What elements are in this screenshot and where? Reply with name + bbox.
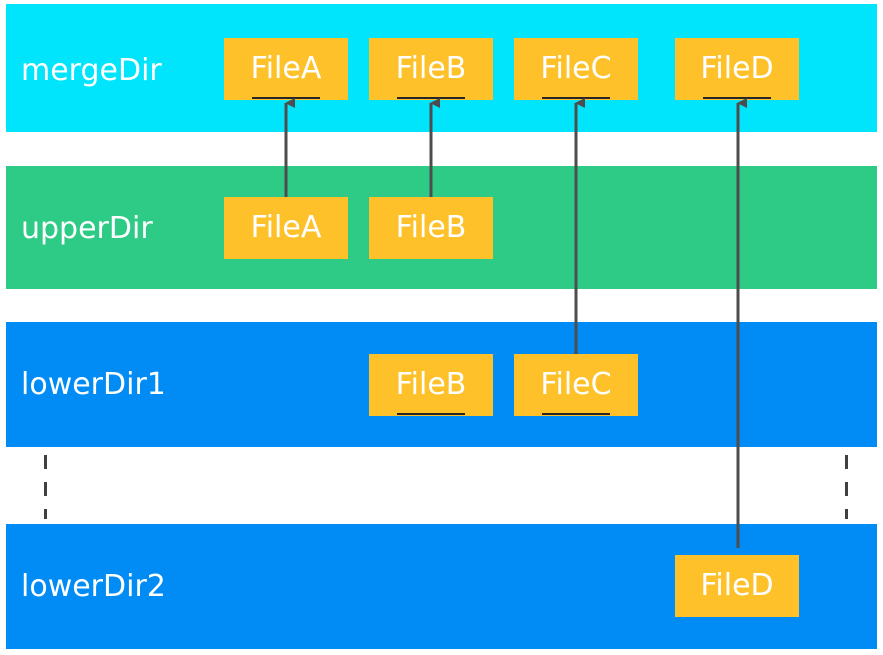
lower-dir1-label: lowerDir1 (21, 367, 166, 402)
lower-dir1-layer: lowerDir1 FileB FileC (6, 322, 877, 447)
merge-file-b-label: FileB (395, 51, 467, 86)
upper-file-b-label: FileB (395, 210, 467, 245)
merge-file-d: FileD (675, 38, 799, 100)
lower2-file-d: FileD (675, 555, 799, 617)
lower2-file-d-label: FileD (700, 568, 774, 603)
merge-dir-layer: mergeDir FileA FileB FileC FileD (6, 4, 877, 132)
upper-file-b: FileB (369, 197, 493, 259)
lower1-file-c: FileC (514, 354, 638, 416)
merge-file-a-label: FileA (250, 51, 322, 86)
upper-file-a-label: FileA (250, 210, 322, 245)
lower1-file-b-underline (397, 413, 465, 415)
ellipsis-dash-left-1 (44, 455, 47, 469)
lower1-file-b: FileB (369, 354, 493, 416)
merge-file-c: FileC (514, 38, 638, 100)
lower-dir2-layer: lowerDir2 FileD (6, 524, 877, 649)
lower1-file-c-underline (542, 413, 610, 415)
ellipsis-dash-right-2 (845, 482, 848, 496)
upper-dir-layer: upperDir FileA FileB (6, 166, 877, 289)
upper-file-a: FileA (224, 197, 348, 259)
merge-file-b: FileB (369, 38, 493, 100)
upper-dir-label: upperDir (21, 211, 153, 246)
lower1-file-b-label: FileB (395, 367, 467, 402)
merge-dir-label: mergeDir (21, 53, 162, 88)
ellipsis-dash-left-3 (44, 509, 47, 519)
ellipsis-dash-right-1 (845, 455, 848, 469)
merge-file-d-label: FileD (700, 51, 774, 86)
lower1-file-c-label: FileC (540, 367, 612, 402)
merge-file-c-label: FileC (540, 51, 612, 86)
lower-dir2-label: lowerDir2 (21, 569, 166, 604)
ellipsis-dash-right-3 (845, 509, 848, 519)
ellipsis-dash-left-2 (44, 482, 47, 496)
merge-file-a: FileA (224, 38, 348, 100)
